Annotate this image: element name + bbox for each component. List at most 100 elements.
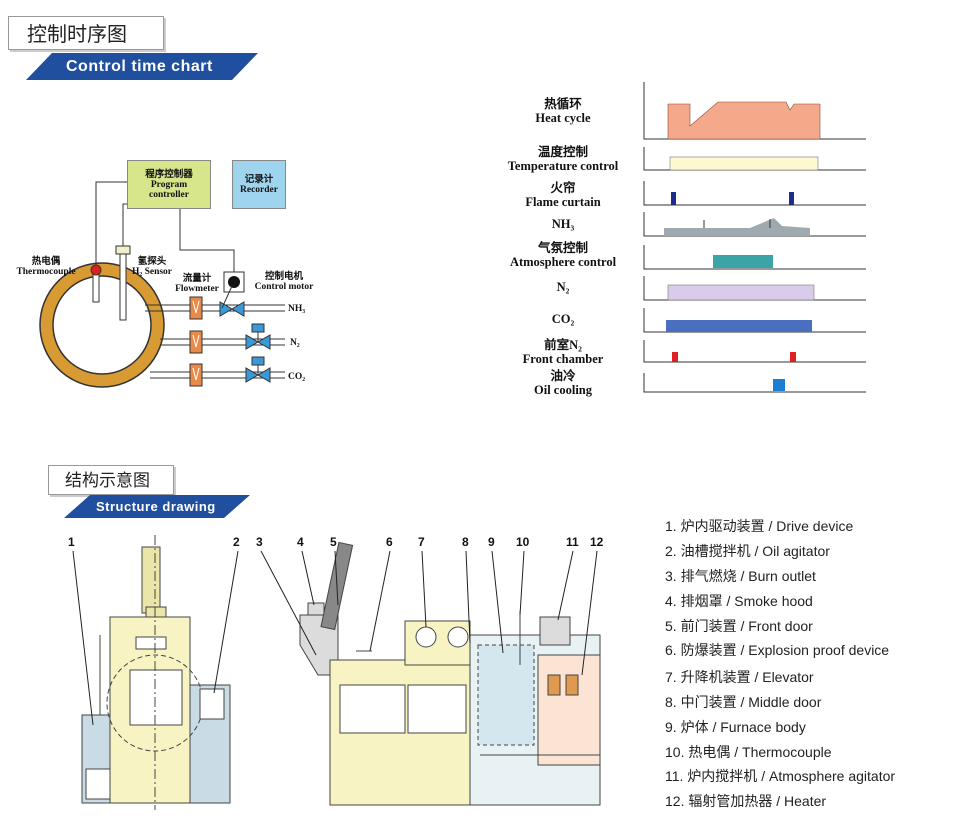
n2-bar	[667, 284, 815, 301]
front-chamber-pulse-1	[672, 352, 678, 362]
timing-flame-cn: 火帘	[550, 181, 576, 195]
timing-flame-en: Flame curtain	[525, 195, 601, 209]
timing-co2-en: CO₂	[551, 312, 575, 326]
callout-3: 3	[256, 535, 263, 549]
section1-cn-title: 控制时序图	[8, 16, 164, 50]
callout-6: 6	[386, 535, 393, 549]
wire-motor	[179, 208, 235, 272]
legend-item-12: 12. 辐射管加热器 / Heater	[665, 793, 827, 809]
gas-nh3-label: NH₃	[288, 304, 306, 314]
timing-label-oil: 油冷 Oil cooling	[488, 369, 638, 397]
control-motor	[221, 271, 245, 309]
timing-atmosphere-en: Atmosphere control	[509, 255, 617, 269]
thermocouple-dot	[90, 264, 102, 276]
timing-label-co2: CO₂	[488, 312, 638, 326]
callout-8: 8	[462, 535, 469, 549]
callout-12: 12	[590, 535, 604, 549]
legend-item-3: 3. 排气燃烧 / Burn outlet	[665, 568, 816, 584]
timing-label-front-chamber: 前室N₂ Front chamber	[488, 338, 638, 366]
timing-temperature-en: Temperature control	[507, 159, 619, 173]
h2-sensor-label: 氢探头 H₂ Sensor	[120, 257, 184, 277]
timing-oil-en: Oil cooling	[534, 383, 592, 397]
section1-en-title-text: Control time chart	[66, 57, 213, 75]
callout-leaders	[72, 550, 598, 726]
flowmeter-label: 流量计 Flowmeter	[164, 274, 230, 294]
timing-chart	[643, 82, 866, 393]
legend-item-9: 9. 炉体 / Furnace body	[665, 719, 806, 735]
control-motor-label: 控制电机 Control motor	[244, 272, 324, 292]
co2-bar	[666, 320, 812, 332]
legend-item-4: 4. 排烟罩 / Smoke hood	[665, 593, 813, 609]
flowmeters	[189, 296, 203, 387]
timing-label-flame: 火帘 Flame curtain	[488, 181, 638, 209]
furnace-inner	[52, 275, 152, 375]
temperature-bar	[669, 156, 819, 171]
timing-nh3-en: NH₃	[551, 217, 575, 231]
recorder-box: 记录计 Recorder	[232, 160, 286, 209]
legend-item-10: 10. 热电偶 / Thermocouple	[665, 744, 832, 760]
timing-label-nh3: NH₃	[488, 217, 638, 231]
flame-curtain-pulse-2	[789, 192, 794, 205]
timing-heat-cycle-cn: 热循环	[544, 97, 582, 111]
callout-1: 1	[68, 535, 75, 549]
timing-front-chamber-en: Front chamber	[522, 352, 604, 366]
callout-7: 7	[418, 535, 425, 549]
section1-cn-title-text: 控制时序图	[27, 22, 127, 46]
legend-item-5: 5. 前门装置 / Front door	[665, 618, 813, 634]
section2-cn-title-text: 结构示意图	[65, 471, 150, 491]
structure-right-view	[469, 611, 601, 806]
program-controller-en2: controller	[149, 189, 189, 200]
legend-item-2: 2. 油槽搅拌机 / Oil agitator	[665, 543, 830, 559]
legend-item-8: 8. 中门装置 / Middle door	[665, 694, 822, 710]
atmosphere-bar	[713, 255, 773, 268]
legend-item-7: 7. 升降机装置 / Elevator	[665, 669, 814, 685]
legend-item-6: 6. 防爆装置 / Explosion proof device	[665, 642, 890, 658]
h2-sensor-head	[115, 245, 131, 255]
timing-label-atmosphere: 气氛控制 Atmosphere control	[488, 241, 638, 269]
timing-label-n2: N₂	[488, 280, 638, 294]
structure-middle-view	[299, 541, 471, 806]
timing-label-heat-cycle: 热循环 Heat cycle	[488, 97, 638, 125]
timing-label-temperature: 温度控制 Temperature control	[488, 145, 638, 173]
control-motor-cn: 控制电机	[264, 272, 303, 282]
thermocouple-probe	[92, 273, 100, 303]
thermocouple-cn: 热电偶	[31, 257, 61, 267]
timing-atmosphere-cn: 气氛控制	[537, 241, 588, 255]
section2-en-banner: Structure drawing	[64, 495, 250, 518]
flowmeter-en: Flowmeter	[175, 284, 219, 294]
timing-front-chamber-cn: 前室N₂	[544, 338, 582, 352]
callout-10: 10	[516, 535, 530, 549]
recorder-en: Recorder	[240, 184, 278, 195]
timing-n2-en: N₂	[556, 280, 570, 294]
thermocouple-label: 热电偶 Thermocouple	[6, 257, 86, 277]
recorder-cn: 记录计	[244, 174, 274, 185]
section2-cn-title: 结构示意图	[48, 465, 174, 495]
nh3-shape	[664, 218, 810, 236]
timing-temperature-cn: 温度控制	[537, 145, 588, 159]
legend-item-1: 1. 炉内驱动装置 / Drive device	[665, 518, 854, 534]
h2-sensor-en: H₂ Sensor	[131, 267, 173, 277]
timing-oil-cn: 油冷	[550, 369, 576, 383]
process-diagram	[39, 181, 285, 388]
program-controller-en1: Program	[150, 179, 188, 190]
callout-2: 2	[233, 535, 240, 549]
heat-cycle-shape	[667, 101, 821, 140]
program-controller-box: 程序控制器 Program controller	[127, 160, 211, 209]
flowmeter-cn: 流量计	[182, 274, 212, 284]
control-motor-en: Control motor	[254, 282, 314, 292]
h2-sensor-cn: 氢探头	[137, 257, 167, 267]
gas-co2-label: CO₂	[288, 372, 306, 382]
callout-4: 4	[297, 535, 304, 549]
callout-5: 5	[330, 535, 337, 549]
program-controller-cn: 程序控制器	[145, 169, 193, 180]
section2-en-title-text: Structure drawing	[96, 499, 216, 514]
valves	[219, 301, 271, 383]
structure-drawing	[72, 535, 601, 810]
callout-11: 11	[566, 535, 579, 549]
callout-9: 9	[488, 535, 495, 549]
oil-cooling-bar	[773, 379, 785, 391]
gas-n2-label: N₂	[290, 338, 300, 348]
legend-item-11: 11. 炉内搅拌机 / Atmosphere agitator	[665, 768, 896, 784]
flame-curtain-pulse-1	[671, 192, 676, 205]
timing-heat-cycle-en: Heat cycle	[535, 111, 591, 125]
